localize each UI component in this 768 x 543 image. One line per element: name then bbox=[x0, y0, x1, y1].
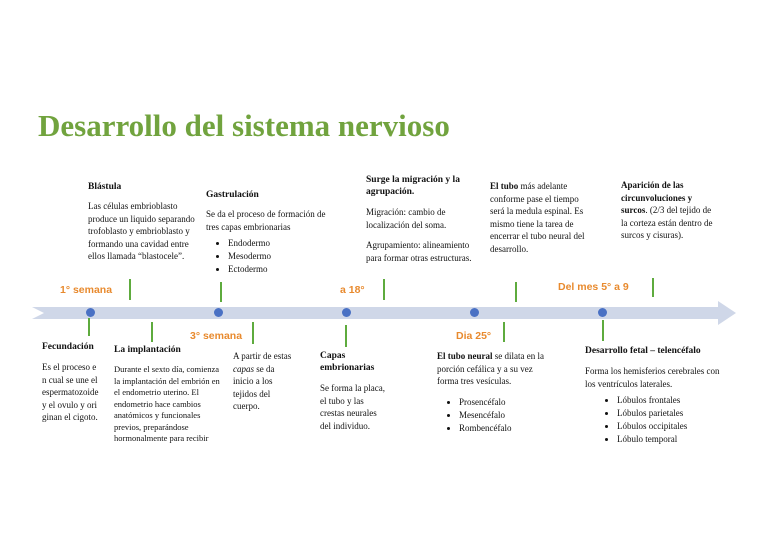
capas-text: Se forma la placa, el tubo y las crestas… bbox=[320, 383, 385, 431]
timeline-dot-3 bbox=[342, 308, 351, 317]
migracion-heading: Surge la migración y la agrupación. bbox=[366, 175, 460, 197]
capas-ref-em: capas bbox=[233, 363, 254, 374]
tick-fetal bbox=[602, 320, 604, 341]
list-item: Lóbulos occipitales bbox=[617, 420, 725, 433]
list-item: Lóbulos parietales bbox=[617, 407, 725, 420]
fecundacion-heading: Fecundación bbox=[42, 342, 94, 352]
timeline-dot-4 bbox=[470, 308, 479, 317]
tick-capas bbox=[345, 325, 347, 347]
tubo-neural-text: se dilata en la porción cefálica y a su … bbox=[437, 351, 544, 386]
event-desarrollo-fetal: Desarrollo fetal – telencéfalo Forma los… bbox=[585, 345, 725, 446]
tubo-neural-list: Prosencéfalo Mesencéfalo Rombencéfalo bbox=[437, 396, 555, 435]
tick-tubo bbox=[515, 282, 517, 302]
event-tubo-neural: El tubo neural se dilata en la porción c… bbox=[437, 350, 555, 435]
event-capas-ref: A partir de estas capas se da inicio a l… bbox=[233, 350, 295, 413]
tick-circunv bbox=[652, 278, 654, 297]
blastula-heading: Blástula bbox=[88, 182, 122, 192]
capas-ref-post: se da inicio a los tejidos del cuerpo. bbox=[233, 363, 275, 412]
migracion-p1: Migración: cambio de localización del so… bbox=[366, 207, 447, 230]
page-title: Desarrollo del sistema nervioso bbox=[38, 108, 450, 143]
fecundacion-text: Es el proceso en cual se une el espermat… bbox=[42, 362, 99, 422]
list-item: Prosencéfalo bbox=[459, 396, 555, 409]
tick-tubo-neural bbox=[503, 322, 505, 342]
fetal-text: Forma los hemisferios cerebrales con los… bbox=[585, 366, 720, 389]
tick-implantacion bbox=[151, 322, 153, 342]
tubo-lead: El tubo bbox=[490, 181, 519, 191]
event-migracion: Surge la migración y la agrupación. Migr… bbox=[366, 174, 476, 264]
date-label-2: 3° semana bbox=[190, 330, 243, 342]
event-circunvoluciones: Aparición de las circunvoluciones y surc… bbox=[621, 179, 719, 242]
tubo-text: más adelante conforme pase el tiempo ser… bbox=[490, 181, 585, 254]
event-gastrulacion: Gastrulación Se da el proceso de formaci… bbox=[206, 189, 336, 276]
gastrulacion-heading: Gastrulación bbox=[206, 190, 259, 200]
date-label-3: a 18° bbox=[340, 284, 365, 296]
fetal-heading: Desarrollo fetal – telencéfalo bbox=[585, 346, 701, 356]
event-blastula: Blástula Las células embrioblasto produc… bbox=[88, 181, 196, 263]
timeline-arrow bbox=[32, 301, 736, 325]
list-item: Lóbulos frontales bbox=[617, 394, 725, 407]
gastrulacion-list: Endodermo Mesodermo Ectodermo bbox=[206, 237, 336, 276]
event-implantacion: La implantación Durante el sexto día, co… bbox=[114, 344, 220, 445]
gastrulacion-text: Se da el proceso de formación de tres ca… bbox=[206, 209, 326, 232]
circunv-text: . (2/3 del tejido de la corteza están de… bbox=[621, 205, 713, 240]
list-item: Rombencéfalo bbox=[459, 422, 555, 435]
tubo-neural-lead: El tubo neural bbox=[437, 351, 493, 361]
tick-migracion bbox=[383, 279, 385, 300]
timeline-dot-5 bbox=[598, 308, 607, 317]
date-label-5: Del mes 5° a 9 bbox=[558, 281, 629, 293]
implantacion-text: Durante el sexto día, comienza la implan… bbox=[114, 364, 220, 443]
list-item: Lóbulo temporal bbox=[617, 433, 725, 446]
list-item: Mesodermo bbox=[228, 250, 336, 263]
capas-heading: Capas embrionarias bbox=[320, 351, 375, 373]
list-item: Ectodermo bbox=[228, 263, 336, 276]
event-capas-embrionarias: Capas embrionarias Se forma la placa, el… bbox=[320, 350, 388, 432]
migracion-p2: Agrupamiento: alineamiento para formar o… bbox=[366, 240, 472, 263]
fetal-list: Lóbulos frontales Lóbulos parietales Lób… bbox=[585, 394, 725, 446]
list-item: Mesencéfalo bbox=[459, 409, 555, 422]
circunv-heading: Aparición de las circunvoluciones y surc… bbox=[621, 180, 693, 215]
tick-gastrulacion bbox=[220, 282, 222, 302]
tick-blastula bbox=[129, 279, 131, 300]
event-tubo: El tubo más adelante conforme pase el ti… bbox=[490, 180, 586, 255]
implantacion-heading: La implantación bbox=[114, 345, 181, 355]
tick-capas-ref bbox=[252, 322, 254, 344]
list-item: Endodermo bbox=[228, 237, 336, 250]
timeline-dot-1 bbox=[86, 308, 95, 317]
capas-ref-pre: A partir de estas bbox=[233, 351, 292, 361]
event-fecundacion: Fecundación Es el proceso en cual se une… bbox=[42, 341, 100, 424]
date-label-1: 1° semana bbox=[60, 284, 113, 296]
blastula-text: Las células embrioblasto produce un liqu… bbox=[88, 201, 195, 261]
timeline-dot-2 bbox=[214, 308, 223, 317]
tick-fecundacion bbox=[88, 318, 90, 336]
date-label-4: Dia 25° bbox=[456, 330, 492, 342]
